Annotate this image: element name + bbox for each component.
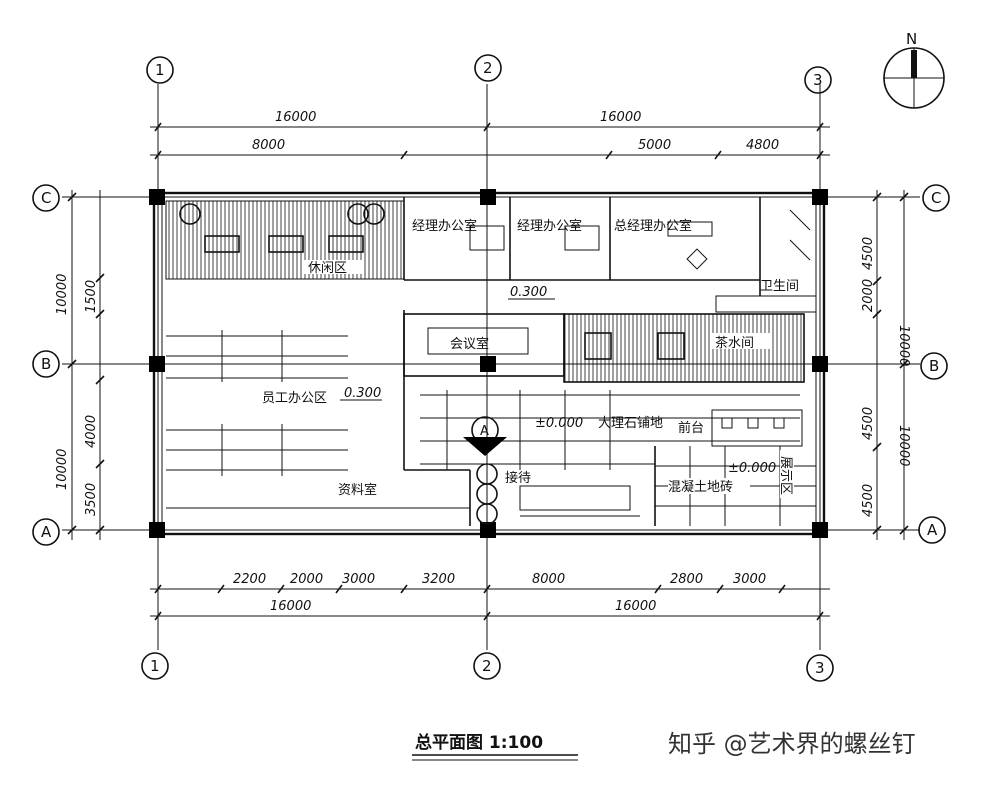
room-label-front-desk: 前台 xyxy=(678,420,704,436)
dimensions-left: 10000 10000 1500 4000 3500 xyxy=(55,190,105,540)
svg-text:2: 2 xyxy=(483,59,493,77)
dim-bottom-3200: 3200 xyxy=(422,572,455,587)
dim-left-10000-b: 10000 xyxy=(55,449,70,490)
watermark-text: 知乎 @艺术界的螺丝钉 xyxy=(668,730,916,758)
lobby-marble: 大理石铺地 ±0.000 xyxy=(420,390,800,470)
svg-text:1: 1 xyxy=(155,61,165,79)
dim-top-4800: 4800 xyxy=(746,138,779,153)
svg-text:3: 3 xyxy=(813,71,823,89)
axis-bubble-3-bottom: 3 xyxy=(806,654,834,682)
dim-bottom-16000-b: 16000 xyxy=(615,599,656,614)
axis-bubble-1-bottom: 1 xyxy=(141,652,169,680)
room-label-reception: 接待 xyxy=(505,470,531,486)
north-arrow-icon: N xyxy=(883,30,945,109)
wc-area: 卫生间 xyxy=(715,197,817,313)
dim-right-4500-c: 4500 xyxy=(861,484,876,517)
entry-marker-label: A xyxy=(480,424,489,439)
dim-left-4000: 4000 xyxy=(84,415,99,448)
axis-bubble-c-right: C xyxy=(922,184,950,212)
dim-top-5000: 5000 xyxy=(638,138,671,153)
axis-bubble-a-left: A xyxy=(32,518,60,546)
dim-right-10000-b: 10000 xyxy=(896,425,911,466)
axis-bubble-3-top: 3 xyxy=(804,66,832,94)
svg-text:B: B xyxy=(929,357,939,375)
room-label-manager-2: 经理办公室 xyxy=(517,218,582,234)
dim-left-10000-a: 10000 xyxy=(55,274,70,315)
room-label-manager-1: 经理办公室 xyxy=(412,218,477,234)
room-label-concrete: 混凝土地砖 xyxy=(668,479,733,495)
axis-bubble-a-right: A xyxy=(918,516,946,544)
dim-bottom-3000: 3000 xyxy=(342,572,375,587)
dimensions-top: 16000 16000 8000 5000 4800 xyxy=(150,110,830,160)
svg-text:C: C xyxy=(931,189,941,207)
reception-area: 接待 xyxy=(476,463,640,525)
dim-top-16000-b: 16000 xyxy=(600,110,641,125)
dim-bottom-3000b: 3000 xyxy=(733,572,766,587)
svg-text:1: 1 xyxy=(150,657,160,675)
room-label-marble: 大理石铺地 xyxy=(598,416,663,431)
axis-bubble-b-right: B xyxy=(920,352,948,380)
axis-bubble-1-top: 1 xyxy=(146,56,174,84)
level-label-1: 0.300 xyxy=(510,285,547,300)
level-label-4: ±0.000 xyxy=(728,461,776,476)
drawing-title-text: 总平面图 1:100 xyxy=(415,732,543,753)
dim-bottom-2800: 2800 xyxy=(670,572,703,587)
dim-top-8000: 8000 xyxy=(252,138,285,153)
drawing-title: 总平面图 1:100 xyxy=(412,732,578,761)
dim-right-4500-a: 4500 xyxy=(861,237,876,270)
svg-text:3: 3 xyxy=(815,659,825,677)
room-label-staff: 员工办公区 xyxy=(262,391,327,406)
svg-text:2: 2 xyxy=(482,657,492,675)
structural-columns xyxy=(149,189,828,538)
axis-bubble-2-bottom: 2 xyxy=(473,652,501,680)
svg-text:B: B xyxy=(41,355,51,373)
dim-bottom-2000: 2000 xyxy=(290,572,323,587)
room-label-display: 展示区 xyxy=(778,456,793,495)
level-label-2: 0.300 xyxy=(344,386,381,401)
lounge-area: 休闲区 xyxy=(165,200,405,280)
room-label-archive: 资料室 xyxy=(338,482,377,498)
concrete-display-area: 混凝土地砖 ±0.000 展示区 xyxy=(654,446,816,526)
level-label-3: ±0.000 xyxy=(535,416,583,431)
room-label-lounge: 休闲区 xyxy=(308,261,347,276)
axis-bubble-b-left: B xyxy=(32,350,60,378)
dim-bottom-16000-a: 16000 xyxy=(270,599,311,614)
dim-right-4500-b: 4500 xyxy=(861,407,876,440)
dim-left-1500: 1500 xyxy=(84,280,99,313)
entry-marker-icon: A xyxy=(463,416,507,456)
dim-bottom-8000: 8000 xyxy=(532,572,565,587)
front-desk: 前台 xyxy=(678,409,803,447)
archive-room: 资料室 xyxy=(166,469,471,526)
room-label-tea: 茶水间 xyxy=(715,335,754,351)
axis-bubble-2-top: 2 xyxy=(474,54,502,82)
dimensions-right: 10000 10000 4500 2000 4500 4500 xyxy=(861,190,911,540)
staff-office-area: 员工办公区 0.300 xyxy=(166,310,405,476)
svg-text:A: A xyxy=(927,521,938,539)
dim-right-2000: 2000 xyxy=(861,279,876,312)
dim-left-3500: 3500 xyxy=(84,483,99,516)
room-label-meeting: 会议室 xyxy=(450,336,489,352)
room-label-wc: 卫生间 xyxy=(760,279,799,294)
dimensions-bottom: 2200 2000 3000 3200 8000 2800 3000 16000… xyxy=(150,572,830,621)
svg-text:A: A xyxy=(41,523,52,541)
room-label-gm: 总经理办公室 xyxy=(614,218,692,234)
north-label: N xyxy=(906,30,917,48)
dim-right-10000-a: 10000 xyxy=(896,325,911,366)
tea-room: 茶水间 xyxy=(563,313,805,383)
svg-text:C: C xyxy=(41,189,51,207)
dim-bottom-2200: 2200 xyxy=(233,572,266,587)
axis-bubble-c-left: C xyxy=(32,184,60,212)
manager-offices: 经理办公室 经理办公室 总经理办公室 xyxy=(403,197,760,281)
dim-top-16000-a: 16000 xyxy=(275,110,316,125)
